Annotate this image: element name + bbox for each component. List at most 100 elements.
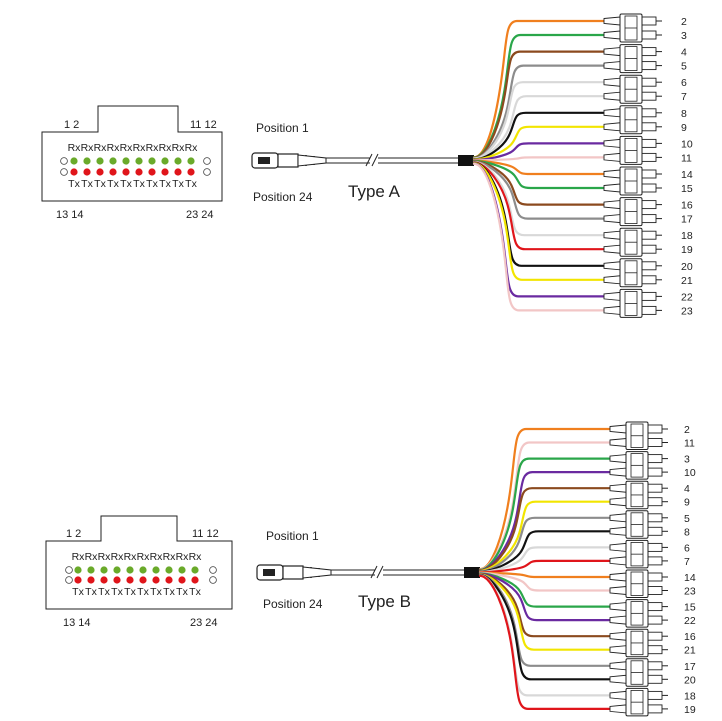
cable-break-mark xyxy=(365,153,379,167)
rx-pin xyxy=(96,157,104,165)
lc-ferrule-housing xyxy=(647,661,663,671)
lc-duplex-connector xyxy=(603,197,662,227)
unused-pin xyxy=(65,566,73,574)
tx-pin xyxy=(74,576,82,584)
fiber-number: 2 xyxy=(681,16,687,28)
rx-pin xyxy=(165,566,173,574)
lc-ferrule-housing xyxy=(647,631,663,641)
fiber-number: 6 xyxy=(684,542,690,554)
lc-boot xyxy=(603,61,621,71)
rx-pin xyxy=(113,566,121,574)
unused-pin xyxy=(209,566,217,574)
lc-boot xyxy=(603,214,621,224)
unused-pin xyxy=(65,576,73,584)
lc-ferrule-housing xyxy=(647,454,663,464)
rx-pin xyxy=(152,566,160,574)
rx-label: Rx xyxy=(98,551,112,563)
rx-pin xyxy=(191,566,199,574)
lc-duplex-connector xyxy=(609,510,668,539)
fiber-4 xyxy=(478,487,612,572)
rx-pin xyxy=(109,157,117,165)
lc-ferrule-housing xyxy=(647,572,663,582)
tx-pin xyxy=(187,168,195,176)
fiber-19 xyxy=(478,574,612,710)
position-24-label: Position 24 xyxy=(263,597,323,611)
lc-ferrule-housing xyxy=(647,424,663,434)
rx-pin xyxy=(161,157,169,165)
fiber-15 xyxy=(472,159,606,190)
lc-duplex-connector xyxy=(609,658,668,687)
tx-pin xyxy=(109,168,117,176)
trunk-cable xyxy=(326,153,474,167)
lc-boot xyxy=(609,467,627,477)
lc-ferrule-housing xyxy=(647,674,663,684)
rx-label: Rx xyxy=(163,551,177,563)
breakout-furcation xyxy=(464,567,480,578)
lc-boot xyxy=(609,661,627,671)
rx-label: Rx xyxy=(72,551,86,563)
fiber-number: 20 xyxy=(681,261,693,273)
lc-ferrule-housing xyxy=(647,615,663,625)
rx-pin xyxy=(187,157,195,165)
fiber-pins xyxy=(60,157,211,176)
lc-boot xyxy=(603,230,621,240)
fiber-number: 18 xyxy=(684,690,696,702)
lc-duplex-connector xyxy=(603,288,662,318)
rx-pin xyxy=(87,566,95,574)
bottom-left-numbers: 13 14 xyxy=(56,209,84,221)
tx-label: Tx xyxy=(85,586,97,598)
lc-boot xyxy=(603,169,621,179)
lc-boot xyxy=(603,91,621,101)
lc-ferrule-housing xyxy=(641,291,657,301)
fiber-number: 2 xyxy=(684,424,690,436)
tx-label: Tx xyxy=(189,586,201,598)
lc-ferrule-housing xyxy=(647,704,663,714)
lc-boot xyxy=(609,556,627,566)
lc-duplex-connector xyxy=(609,539,668,569)
top-right-numbers: 11 12 xyxy=(192,528,219,540)
lc-duplex-connector xyxy=(603,258,662,288)
lc-ferrule-housing xyxy=(641,61,657,71)
lc-ferrule-housing xyxy=(641,138,657,148)
tx-label: Tx xyxy=(176,586,188,598)
tx-label: Tx xyxy=(150,586,162,598)
fiber-10 xyxy=(478,471,612,572)
position-1-label: Position 1 xyxy=(266,529,319,543)
fiber-9 xyxy=(478,500,612,573)
rx-label: Rx xyxy=(185,142,199,154)
lc-connector-pairs xyxy=(603,13,662,318)
lc-duplex-connector xyxy=(609,687,668,717)
bottom-left-numbers: 13 14 xyxy=(63,617,91,629)
rx-label: Rx xyxy=(111,551,125,563)
rx-label: Rx xyxy=(137,551,151,563)
lc-ferrule-housing xyxy=(641,122,657,132)
tx-pin xyxy=(165,576,173,584)
rx-label: Rx xyxy=(81,142,95,154)
lc-duplex-connector xyxy=(603,227,662,257)
lc-ferrule-housing xyxy=(647,467,663,477)
fiber-number: 8 xyxy=(681,108,687,120)
lc-ferrule-housing xyxy=(647,438,663,447)
plug-key xyxy=(258,157,270,164)
connector-face-outline xyxy=(45,515,233,610)
fiber-2 xyxy=(478,427,612,571)
lc-boot xyxy=(603,108,621,118)
lc-boot xyxy=(609,645,627,655)
fiber-number: 3 xyxy=(681,30,687,42)
lc-ferrule-housing xyxy=(647,526,663,536)
fiber-number: 5 xyxy=(681,61,687,73)
lc-duplex-connector xyxy=(609,421,668,450)
tx-label: Tx xyxy=(81,178,93,190)
fiber-number: 8 xyxy=(684,526,690,538)
lc-duplex-connector xyxy=(603,135,662,165)
tx-pin xyxy=(83,168,91,176)
fiber-number: 14 xyxy=(681,169,693,181)
rx-label: Rx xyxy=(94,142,108,154)
lc-ferrule-housing xyxy=(641,275,657,285)
